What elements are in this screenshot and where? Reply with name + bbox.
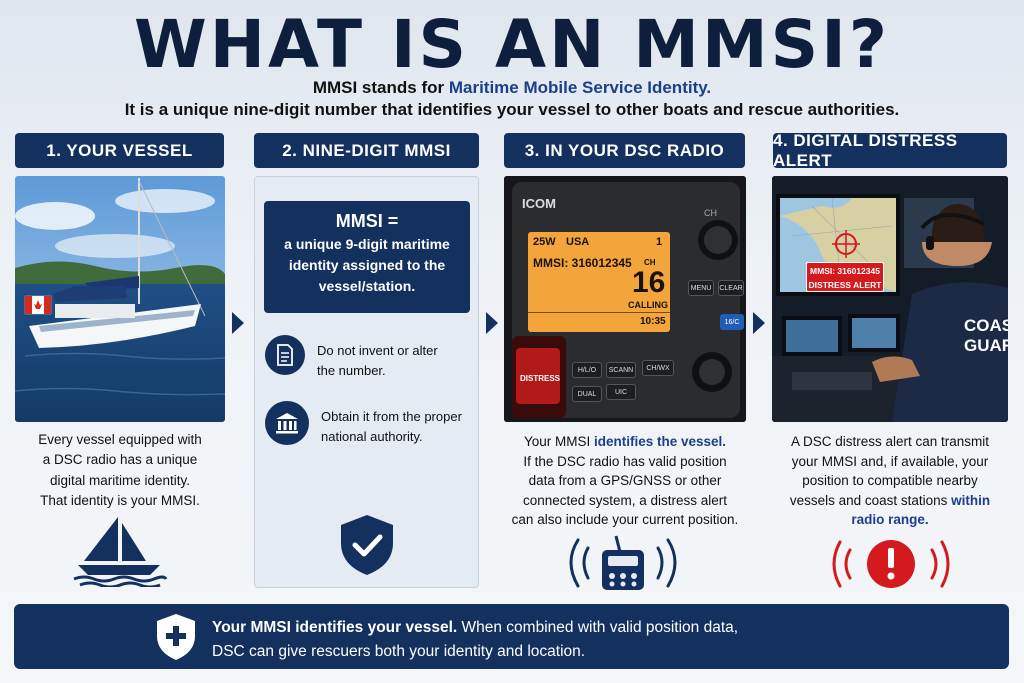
radio-transmit-icon bbox=[560, 532, 686, 599]
mmsi-box-title: MMSI = bbox=[335, 211, 399, 231]
radio-lcd-display: 25W USA 1 MMSI: 316012345 CH 16 CALLING … bbox=[528, 232, 670, 332]
shield-plus-icon bbox=[154, 612, 198, 667]
scan-button[interactable]: SCANN bbox=[606, 362, 636, 378]
mmsi-panel: MMSI = a unique 9-digit maritime identit… bbox=[254, 176, 479, 588]
lcd-region: USA bbox=[566, 236, 590, 248]
mmsi-definition-box: MMSI = a unique 9-digit maritime identit… bbox=[264, 201, 470, 313]
uic-button[interactable]: UIC bbox=[606, 384, 636, 400]
dsc-radio-description: Your MMSI identifies the vessel. If the … bbox=[511, 434, 739, 528]
sailboat-icon bbox=[72, 515, 168, 592]
radio-ch-label: CH bbox=[704, 208, 717, 218]
document-icon bbox=[265, 335, 305, 375]
column-heading-distress-alert: 4. DIGITAL DISTRESS ALERT bbox=[773, 131, 1007, 170]
arrow-right-icon bbox=[232, 312, 244, 334]
arrow-right-icon bbox=[753, 312, 765, 334]
hlo-button[interactable]: H/L/O bbox=[572, 362, 602, 378]
subtitle-line-1: MMSI stands for Maritime Mobile Service … bbox=[312, 78, 712, 97]
lcd-power: 25W bbox=[533, 236, 556, 248]
column-heading-dsc-radio: 3. IN YOUR DSC RADIO bbox=[504, 133, 745, 168]
column-heading-vessel: 1. YOUR VESSEL bbox=[15, 133, 224, 168]
government-building-icon bbox=[265, 401, 309, 445]
page-title: WHAT IS AN MMSI? bbox=[133, 6, 891, 83]
ch-wx-button[interactable]: CH/WX bbox=[642, 360, 674, 376]
distress-button[interactable]: DISTRESS bbox=[519, 374, 560, 383]
distress-alert-description: A DSC distress alert can transmit your M… bbox=[789, 434, 991, 528]
mmsi-box-text: a unique 9-digit maritime identity assig… bbox=[284, 236, 450, 294]
lcd-mmsi: MMSI: 316012345 bbox=[533, 256, 632, 270]
menu-button[interactable]: MENU bbox=[688, 280, 714, 296]
lcd-ch-label: CH bbox=[644, 258, 656, 267]
dsc-radio-photo: ICOM CH 25W USA 1 MMSI: 316012345 CH 16 … bbox=[504, 176, 746, 422]
shield-check-icon bbox=[338, 513, 396, 582]
subtitle-highlight: Maritime Mobile Service Identity. bbox=[448, 78, 712, 97]
lcd-status: CALLING bbox=[628, 300, 668, 310]
column-heading-mmsi: 2. NINE-DIGIT MMSI bbox=[254, 133, 479, 168]
clear-button[interactable]: CLEAR bbox=[718, 280, 744, 296]
lcd-channel-small: 1 bbox=[656, 236, 663, 248]
arrow-right-icon bbox=[486, 312, 498, 334]
subtitle-line-2: It is a unique nine-digit number that id… bbox=[124, 100, 900, 119]
footer-text: Your MMSI identifies your vessel. When c… bbox=[212, 619, 739, 661]
lcd-channel: 16 bbox=[632, 266, 666, 299]
radio-brand: ICOM bbox=[522, 196, 556, 211]
lcd-time: 10:35 bbox=[640, 316, 666, 327]
distress-alarm-icon bbox=[826, 536, 956, 597]
coast-guard-photo: MMSI: 316012345 DISTRESS ALERT COAST GUA… bbox=[772, 176, 1008, 422]
sailboat-photo bbox=[15, 176, 225, 422]
footer-banner: Your MMSI identifies your vessel. When c… bbox=[14, 604, 1009, 669]
channel-16c-button[interactable]: 16/C bbox=[720, 314, 744, 330]
distress-alert-overlay: MMSI: 316012345 DISTRESS ALERT bbox=[806, 262, 884, 292]
coast-guard-uniform-text: COAST GUARD bbox=[964, 316, 1008, 355]
dual-button[interactable]: DUAL bbox=[572, 386, 602, 402]
vessel-description: Every vessel equipped with a DSC radio h… bbox=[38, 432, 202, 508]
